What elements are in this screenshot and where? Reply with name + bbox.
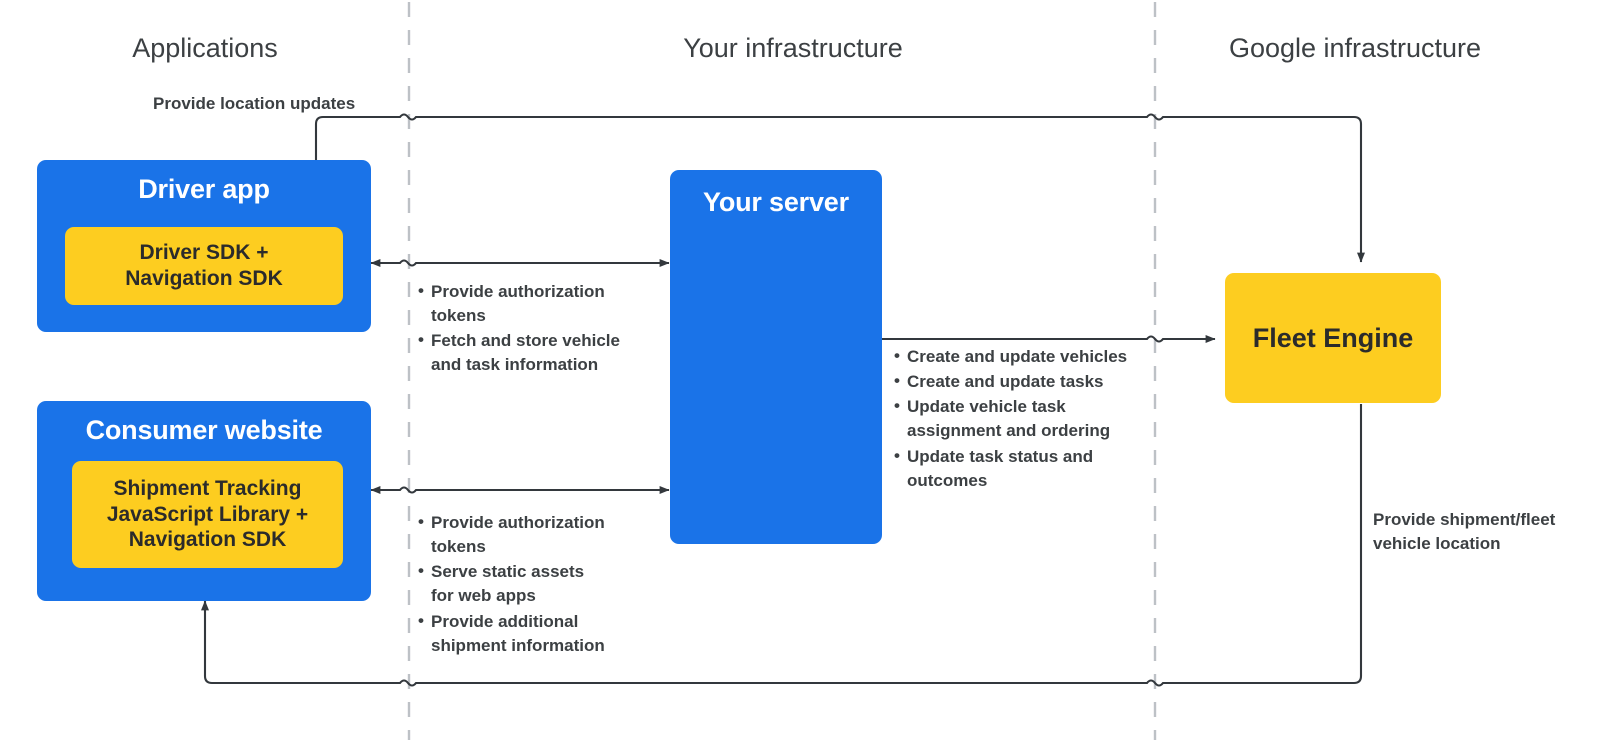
column-header-applications: Applications: [132, 33, 278, 63]
shipment-tracking-library-label: Shipment Tracking JavaScript Library + N…: [106, 477, 309, 552]
consumer-website-box[interactable]: Consumer website Shipment Tracking JavaS…: [37, 401, 371, 601]
your-server-title: Your server: [703, 187, 849, 217]
list-item: Create and update tasks: [894, 369, 1159, 394]
column-header-google-infrastructure: Google infrastructure: [1228, 33, 1482, 63]
connector-driver-app-your-server: [370, 259, 670, 268]
list-item: Update task status and outcomes: [894, 443, 1159, 493]
driver-sdk-box[interactable]: Driver SDK + Navigation SDK: [65, 227, 343, 305]
connector-consumer-website-your-server: [370, 486, 670, 495]
driver-app-title: Driver app: [138, 174, 270, 204]
column-header-your-infrastructure: Your infrastructure: [683, 33, 903, 63]
list-item: Provide authorization tokens: [418, 510, 658, 559]
list-item: Create and update vehicles: [894, 344, 1159, 369]
shipment-tracking-library-box[interactable]: Shipment Tracking JavaScript Library + N…: [72, 461, 343, 568]
list-item: Provide authorization tokens: [418, 279, 658, 328]
annotation-fleet-engine-to-consumer: Provide shipment/fleet vehicle location: [1373, 510, 1556, 554]
list-item: Update vehicle task assignment and order…: [894, 394, 1159, 443]
list-item: Fetch and store vehicle and task informa…: [418, 328, 658, 377]
your-server-box[interactable]: Your server: [670, 170, 882, 544]
list-item: Provide additional shipment information: [418, 608, 658, 658]
consumer-website-title: Consumer website: [85, 415, 323, 445]
annotation-server-to-fleet-engine: Create and update vehicles Create and up…: [894, 344, 1159, 494]
driver-sdk-label: Driver SDK + Navigation SDK: [125, 241, 283, 290]
list-item: Serve static assets for web apps: [418, 559, 658, 608]
fleet-engine-label: Fleet Engine: [1252, 322, 1414, 353]
annotation-provide-location-updates: Provide location updates: [153, 94, 356, 113]
connector-your-server-fleet-engine: [881, 335, 1216, 344]
driver-app-box[interactable]: Driver app Driver SDK + Navigation SDK: [37, 160, 371, 332]
annotation-consumer-to-server: Provide authorization tokens Serve stati…: [418, 510, 658, 659]
fleet-engine-box[interactable]: Fleet Engine: [1225, 273, 1441, 403]
annotation-driver-to-server: Provide authorization tokens Fetch and s…: [418, 279, 658, 379]
